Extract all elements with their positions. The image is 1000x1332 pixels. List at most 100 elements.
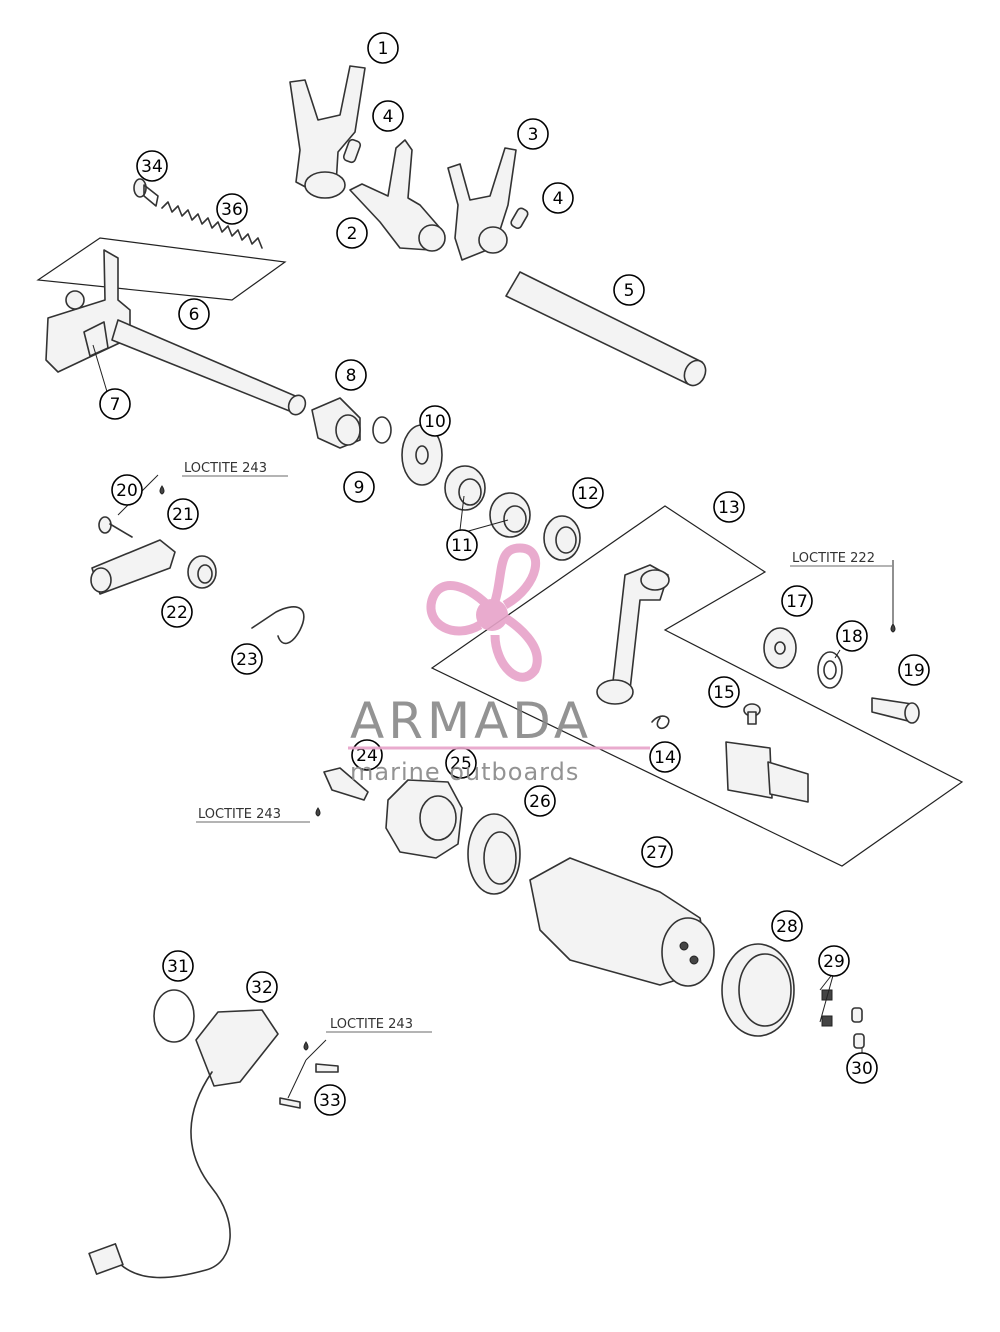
loctite-note-2-label: LOCTITE 222 bbox=[792, 551, 875, 566]
callout-20-label: 20 bbox=[116, 481, 138, 501]
callout-14-label: 14 bbox=[654, 748, 676, 768]
watermark-brand: ARMADA bbox=[350, 692, 592, 750]
callout-6: 6 bbox=[178, 298, 210, 330]
callout-3: 3 bbox=[517, 118, 549, 150]
callout-22: 22 bbox=[161, 596, 193, 628]
callout-7: 7 bbox=[99, 388, 131, 420]
callout-4-label: 4 bbox=[553, 189, 564, 209]
callout-11-label: 11 bbox=[451, 536, 473, 556]
guide-pin-4b bbox=[510, 207, 529, 229]
callout-8: 8 bbox=[335, 359, 367, 391]
spring-23 bbox=[251, 606, 305, 645]
callout-7-label: 7 bbox=[110, 395, 121, 415]
callout-21-label: 21 bbox=[172, 505, 194, 525]
callout-15: 15 bbox=[708, 676, 740, 708]
bolt-34 bbox=[133, 178, 159, 207]
screw-20 bbox=[98, 516, 133, 538]
watermark: ARMADA marine outboards bbox=[348, 543, 650, 786]
needle-bearing-11b bbox=[489, 492, 531, 538]
callout-13-label: 13 bbox=[718, 498, 740, 518]
callout-17: 17 bbox=[781, 585, 813, 617]
callout-29: 29 bbox=[818, 945, 850, 977]
shift-drum-locator-25 bbox=[385, 779, 463, 859]
callout-6-label: 6 bbox=[189, 305, 200, 325]
callout-21: 21 bbox=[167, 498, 199, 530]
callout-8-label: 8 bbox=[346, 366, 357, 386]
circlip-9 bbox=[372, 416, 392, 444]
callout-28: 28 bbox=[771, 910, 803, 942]
shift-shaft-6 bbox=[45, 249, 307, 416]
callout-4: 4 bbox=[542, 182, 574, 214]
callout-11: 11 bbox=[446, 529, 478, 561]
shift-arm-13 bbox=[596, 564, 670, 705]
assembly-panel-13 bbox=[430, 505, 964, 867]
callout-30-label: 30 bbox=[851, 1059, 873, 1079]
washer-17 bbox=[763, 627, 797, 669]
callout-33-label: 33 bbox=[319, 1091, 341, 1111]
callout-10: 10 bbox=[419, 405, 451, 437]
shift-fork-1 bbox=[289, 65, 366, 199]
callout-28-label: 28 bbox=[776, 917, 798, 937]
callout-27: 27 bbox=[641, 836, 673, 868]
callout-10-label: 10 bbox=[424, 412, 446, 432]
guide-pin-4a bbox=[342, 138, 362, 164]
assembly-panel-6 bbox=[36, 237, 287, 301]
callout-19: 19 bbox=[898, 654, 930, 686]
locking-lever-21 bbox=[90, 539, 176, 595]
callout-18-label: 18 bbox=[841, 627, 863, 647]
bushing-22 bbox=[187, 555, 217, 589]
callout-12: 12 bbox=[572, 477, 604, 509]
callout-22-label: 22 bbox=[166, 603, 188, 623]
loctite-note-3: LOCTITE 243 bbox=[196, 807, 310, 823]
callout-27-label: 27 bbox=[646, 843, 668, 863]
ratchet-8 bbox=[311, 397, 361, 449]
gear-position-sensor-32 bbox=[88, 1009, 279, 1279]
callout-32-label: 32 bbox=[251, 978, 273, 998]
callout-24-label: 24 bbox=[356, 746, 378, 766]
callout-5: 5 bbox=[613, 274, 645, 306]
loctite-note-4: LOCTITE 243 bbox=[326, 1017, 432, 1033]
callout-25: 25 bbox=[445, 747, 477, 779]
callout-9-label: 9 bbox=[354, 478, 365, 498]
spring-washer-18 bbox=[817, 651, 843, 689]
pin-15 bbox=[743, 703, 761, 725]
screw-24 bbox=[323, 767, 369, 801]
bolt-19 bbox=[871, 697, 920, 724]
callout-29-label: 29 bbox=[823, 952, 845, 972]
bearing-26 bbox=[467, 813, 521, 895]
callout-5-label: 5 bbox=[624, 281, 635, 301]
callout-4-label: 4 bbox=[383, 107, 394, 127]
callout-1-label: 1 bbox=[378, 39, 389, 59]
callout-4: 4 bbox=[372, 100, 404, 132]
loctite-note-4-label: LOCTITE 243 bbox=[330, 1017, 413, 1032]
pins-30 bbox=[851, 1007, 865, 1049]
callout-19-label: 19 bbox=[903, 661, 925, 681]
callout-25-label: 25 bbox=[450, 754, 472, 774]
callout-15-label: 15 bbox=[713, 683, 735, 703]
callout-2: 2 bbox=[336, 217, 368, 249]
shift-lever-7 bbox=[83, 321, 109, 357]
callout-23-label: 23 bbox=[236, 650, 258, 670]
callout-2-label: 2 bbox=[347, 224, 358, 244]
callout-33: 33 bbox=[314, 1084, 346, 1116]
loctite-note-1: LOCTITE 243 bbox=[182, 461, 288, 477]
screws-33 bbox=[279, 1063, 339, 1109]
seal-ring-12 bbox=[543, 515, 581, 561]
shift-fork-3 bbox=[447, 147, 517, 261]
callout-17-label: 17 bbox=[786, 592, 808, 612]
callout-26-label: 26 bbox=[529, 792, 551, 812]
shift-rail-5 bbox=[505, 271, 707, 387]
callout-36-label: 36 bbox=[221, 200, 243, 220]
loctite-note-3-label: LOCTITE 243 bbox=[198, 807, 281, 822]
callout-23: 23 bbox=[231, 643, 263, 675]
callout-3-label: 3 bbox=[528, 125, 539, 145]
callout-1: 1 bbox=[367, 32, 399, 64]
loctite-drops bbox=[159, 485, 896, 1051]
callout-31: 31 bbox=[162, 950, 194, 982]
spring-14 bbox=[651, 715, 670, 730]
shift-lever-bracket bbox=[725, 741, 809, 803]
callout-26: 26 bbox=[524, 785, 556, 817]
callout-13: 13 bbox=[713, 491, 745, 523]
